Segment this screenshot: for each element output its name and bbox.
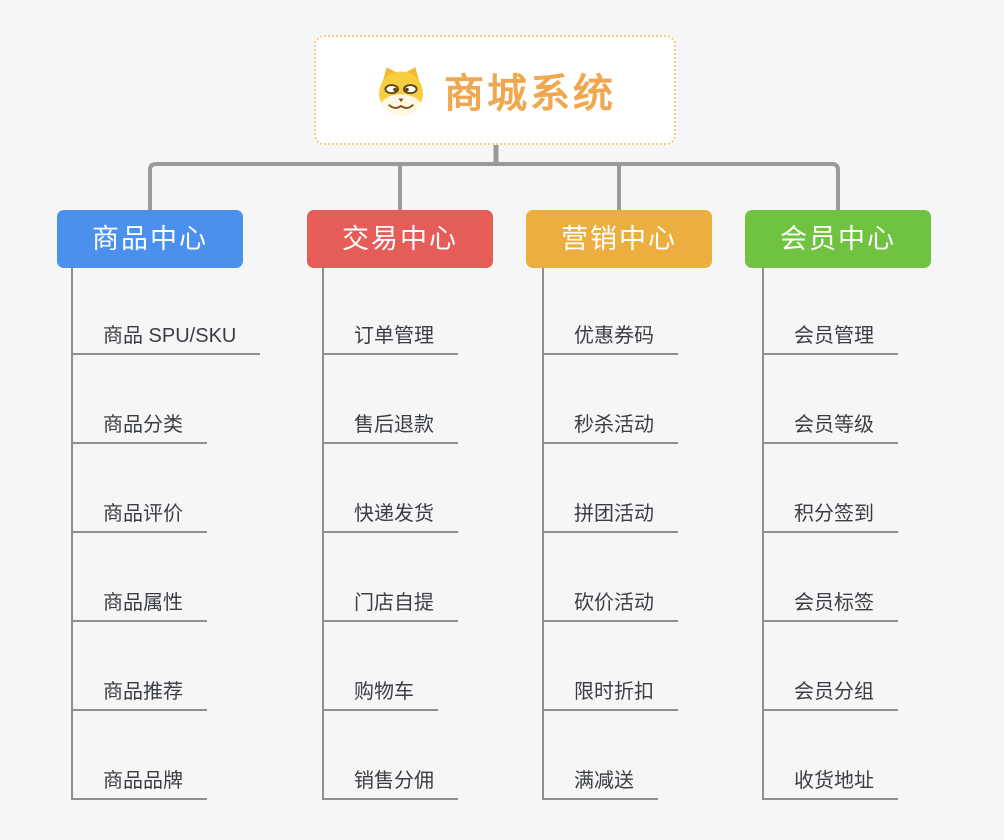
branch-node-member-center[interactable]: 会员中心 bbox=[745, 210, 931, 268]
leaf-node[interactable]: 商品品牌 bbox=[72, 755, 207, 800]
leaf-node[interactable]: 快递发货 bbox=[323, 488, 458, 533]
leaf-label: 积分签到 bbox=[763, 488, 898, 533]
leaf-label: 收货地址 bbox=[763, 755, 898, 800]
leaf-label: 限时折扣 bbox=[543, 666, 678, 711]
leaf-label: 商品属性 bbox=[72, 577, 207, 622]
leaf-node[interactable]: 商品属性 bbox=[72, 577, 207, 622]
leaf-label: 订单管理 bbox=[323, 310, 458, 355]
leaf-node[interactable]: 购物车 bbox=[323, 666, 438, 711]
trunk-line-marketing-center bbox=[542, 268, 544, 800]
leaf-node[interactable]: 会员标签 bbox=[763, 577, 898, 622]
leaf-label: 拼团活动 bbox=[543, 488, 678, 533]
leaf-node[interactable]: 收货地址 bbox=[763, 755, 898, 800]
leaf-label: 会员标签 bbox=[763, 577, 898, 622]
leaf-node[interactable]: 门店自提 bbox=[323, 577, 458, 622]
leaf-node[interactable]: 拼团活动 bbox=[543, 488, 678, 533]
trunk-line-product-center bbox=[71, 268, 73, 800]
leaf-label: 秒杀活动 bbox=[543, 399, 678, 444]
leaf-label: 商品 SPU/SKU bbox=[72, 310, 261, 355]
leaf-label: 购物车 bbox=[323, 666, 438, 711]
trunk-line-trade-center bbox=[322, 268, 324, 800]
leaf-label: 会员分组 bbox=[763, 666, 898, 711]
leaf-node[interactable]: 秒杀活动 bbox=[543, 399, 678, 444]
branch-bus-line bbox=[148, 162, 840, 210]
leaf-label: 商品分类 bbox=[72, 399, 207, 444]
root-node[interactable]: 商城系统 bbox=[314, 35, 676, 145]
leaf-node[interactable]: 商品评价 bbox=[72, 488, 207, 533]
leaf-node[interactable]: 售后退款 bbox=[323, 399, 458, 444]
leaf-node[interactable]: 限时折扣 bbox=[543, 666, 678, 711]
leaf-label: 售后退款 bbox=[323, 399, 458, 444]
branch-node-trade-center[interactable]: 交易中心 bbox=[307, 210, 493, 268]
leaf-label: 销售分佣 bbox=[323, 755, 458, 800]
leaf-label: 优惠券码 bbox=[543, 310, 678, 355]
leaf-node[interactable]: 商品 SPU/SKU bbox=[72, 310, 261, 355]
leaf-label: 砍价活动 bbox=[543, 577, 678, 622]
leaf-label: 商品评价 bbox=[72, 488, 207, 533]
leaf-node[interactable]: 会员管理 bbox=[763, 310, 898, 355]
root-title: 商城系统 bbox=[444, 72, 616, 116]
leaf-label: 会员等级 bbox=[763, 399, 898, 444]
leaf-node[interactable]: 商品分类 bbox=[72, 399, 207, 444]
leaf-label: 满减送 bbox=[543, 755, 658, 800]
leaf-node[interactable]: 订单管理 bbox=[323, 310, 458, 355]
leaf-label: 会员管理 bbox=[763, 310, 898, 355]
leaf-node[interactable]: 会员等级 bbox=[763, 399, 898, 444]
leaf-label: 门店自提 bbox=[323, 577, 458, 622]
branch-node-marketing-center[interactable]: 营销中心 bbox=[526, 210, 712, 268]
leaf-node[interactable]: 会员分组 bbox=[763, 666, 898, 711]
leaf-label: 快递发货 bbox=[323, 488, 458, 533]
trunk-line-member-center bbox=[762, 268, 764, 800]
leaf-node[interactable]: 满减送 bbox=[543, 755, 658, 800]
dog-face-icon bbox=[374, 63, 428, 117]
leaf-node[interactable]: 砍价活动 bbox=[543, 577, 678, 622]
branch-node-product-center[interactable]: 商品中心 bbox=[57, 210, 243, 268]
leaf-node[interactable]: 商品推荐 bbox=[72, 666, 207, 711]
leaf-node[interactable]: 积分签到 bbox=[763, 488, 898, 533]
leaf-node[interactable]: 销售分佣 bbox=[323, 755, 458, 800]
leaf-label: 商品推荐 bbox=[72, 666, 207, 711]
leaf-label: 商品品牌 bbox=[72, 755, 207, 800]
leaf-node[interactable]: 优惠券码 bbox=[543, 310, 678, 355]
